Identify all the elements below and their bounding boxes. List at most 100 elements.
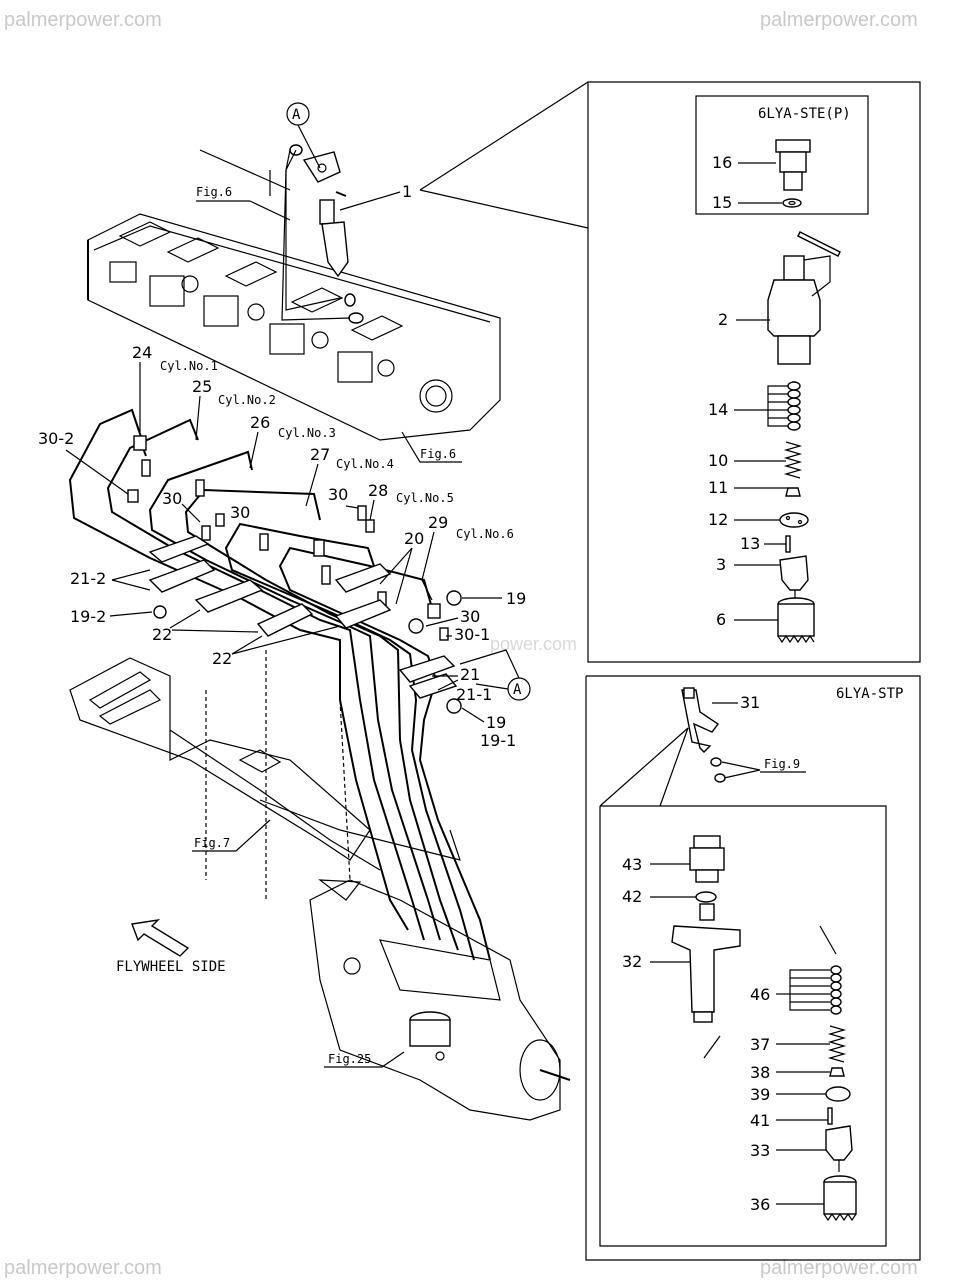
part-label-38: 38 [750, 1063, 770, 1082]
part-38-icon [829, 1067, 845, 1077]
watermark-bottom-left: palmerpower.com [4, 1257, 162, 1279]
part-label-26: 26 [250, 413, 270, 432]
part-label-6: 6 [716, 610, 726, 629]
leader-part-1-to-panel [419, 189, 589, 229]
part-label-29: 29 [428, 513, 448, 532]
part-6-icon [777, 597, 815, 644]
part-label-19-b: 19 [486, 713, 506, 732]
part-label-30-a: 30 [162, 489, 182, 508]
part-label-39: 39 [750, 1085, 770, 1104]
part-label-20: 20 [404, 529, 424, 548]
cyl-label-3: Cyl.No.3 [278, 426, 336, 440]
part-label-37: 37 [750, 1035, 770, 1054]
fig6-right-ref: Fig.6 [420, 447, 456, 461]
part-label-11: 11 [708, 478, 728, 497]
part-32-icon [671, 903, 741, 1023]
part-43-icon [689, 835, 725, 883]
watermark-top-left: palmerpower.com [4, 9, 162, 31]
fig25-ref: Fig.25 [328, 1052, 371, 1066]
part-10-icon [783, 441, 803, 479]
watermark-bottom-right: palmerpower.com [760, 1257, 918, 1279]
part-label-13: 13 [740, 534, 760, 553]
fig7-ref: Fig.7 [194, 836, 230, 850]
part-label-30-b: 30 [230, 503, 250, 522]
part-46-icon [830, 965, 842, 1015]
panel-top-title: 6LYA-STE(P) [758, 106, 851, 122]
leader-part-1-to-panel-top [419, 81, 589, 191]
part-3-icon [779, 555, 809, 600]
fig9-nuts-icon [710, 757, 726, 783]
part-label-21: 21 [460, 665, 480, 684]
part-label-21-1: 21-1 [456, 685, 492, 704]
part-42-icon [695, 891, 717, 903]
part-33-icon [825, 1125, 853, 1172]
part-label-30-d: 30 [460, 607, 480, 626]
part-label-43: 43 [622, 855, 642, 874]
watermark-top-right: palmerpower.com [760, 9, 918, 31]
part-2-icon [767, 231, 841, 365]
part-label-31: 31 [740, 693, 760, 712]
part-label-1: 1 [402, 182, 412, 201]
part-label-24: 24 [132, 343, 152, 362]
part-label-25: 25 [192, 377, 212, 396]
cyl-label-6: Cyl.No.6 [456, 527, 514, 541]
part-11-icon [785, 487, 801, 497]
top-panel-frame [587, 81, 921, 663]
part-41-icon [827, 1107, 833, 1125]
inner-panel-leader [599, 727, 689, 807]
callout-a-top: A [292, 107, 301, 123]
sub-panel-frame [695, 95, 869, 215]
injection-pump-drawing [69, 650, 571, 1121]
part-label-21-2: 21-2 [70, 569, 106, 588]
cyl-label-4: Cyl.No.4 [336, 457, 394, 471]
part-label-28: 28 [368, 481, 388, 500]
part-label-19-2: 19-2 [70, 607, 106, 626]
part-label-42: 42 [622, 887, 642, 906]
fig6-top-ref: Fig.6 [196, 185, 232, 199]
part-label-19-1: 19-1 [480, 731, 516, 750]
part-label-16: 16 [712, 153, 732, 172]
part-label-3: 3 [716, 555, 726, 574]
flywheel-side-label: FLYWHEEL SIDE [116, 959, 226, 975]
part-16-icon [775, 139, 811, 191]
part-13-icon [785, 535, 791, 553]
part-label-30-2: 30-2 [38, 429, 74, 448]
cyl-label-2: Cyl.No.2 [218, 393, 276, 407]
cyl-label-1: Cyl.No.1 [160, 359, 218, 373]
part-37-icon [827, 1025, 847, 1063]
part-label-12: 12 [708, 510, 728, 529]
panel-bottom-title: 6LYA-STP [836, 686, 903, 702]
part-label-32: 32 [622, 952, 642, 971]
part-36-icon [823, 1175, 857, 1222]
callout-a-right: A [513, 682, 522, 698]
part-label-33: 33 [750, 1141, 770, 1160]
part-label-36: 36 [750, 1195, 770, 1214]
cylinder-head-drawing [87, 149, 501, 441]
part-15-icon [782, 198, 802, 208]
pipe-clamps-drawing [127, 489, 462, 714]
part-label-15: 15 [712, 193, 732, 212]
bottom-panel-frame [585, 675, 921, 1261]
watermark-center: power.com [490, 634, 577, 654]
part-label-41: 41 [750, 1111, 770, 1130]
part-label-22-a: 22 [152, 625, 172, 644]
part-label-46: 46 [750, 985, 770, 1004]
injector-assembly-drawing [286, 102, 364, 324]
part-label-2: 2 [718, 310, 728, 329]
part-14-icon [787, 381, 801, 431]
cyl-label-5: Cyl.No.5 [396, 491, 454, 505]
fig9-ref: Fig.9 [764, 757, 800, 771]
part-label-19-a: 19 [506, 589, 526, 608]
part-label-27: 27 [310, 445, 330, 464]
part-31-icon [681, 687, 720, 753]
flywheel-arrow-icon [131, 918, 190, 957]
inner-panel-frame [599, 805, 887, 1247]
part-12-icon [779, 512, 809, 528]
part-label-30-c: 30 [328, 485, 348, 504]
part-label-14: 14 [708, 400, 728, 419]
part-label-10: 10 [708, 451, 728, 470]
part-label-22-b: 22 [212, 649, 232, 668]
part-label-30-1: 30-1 [454, 625, 490, 644]
part-39-icon [825, 1086, 851, 1102]
